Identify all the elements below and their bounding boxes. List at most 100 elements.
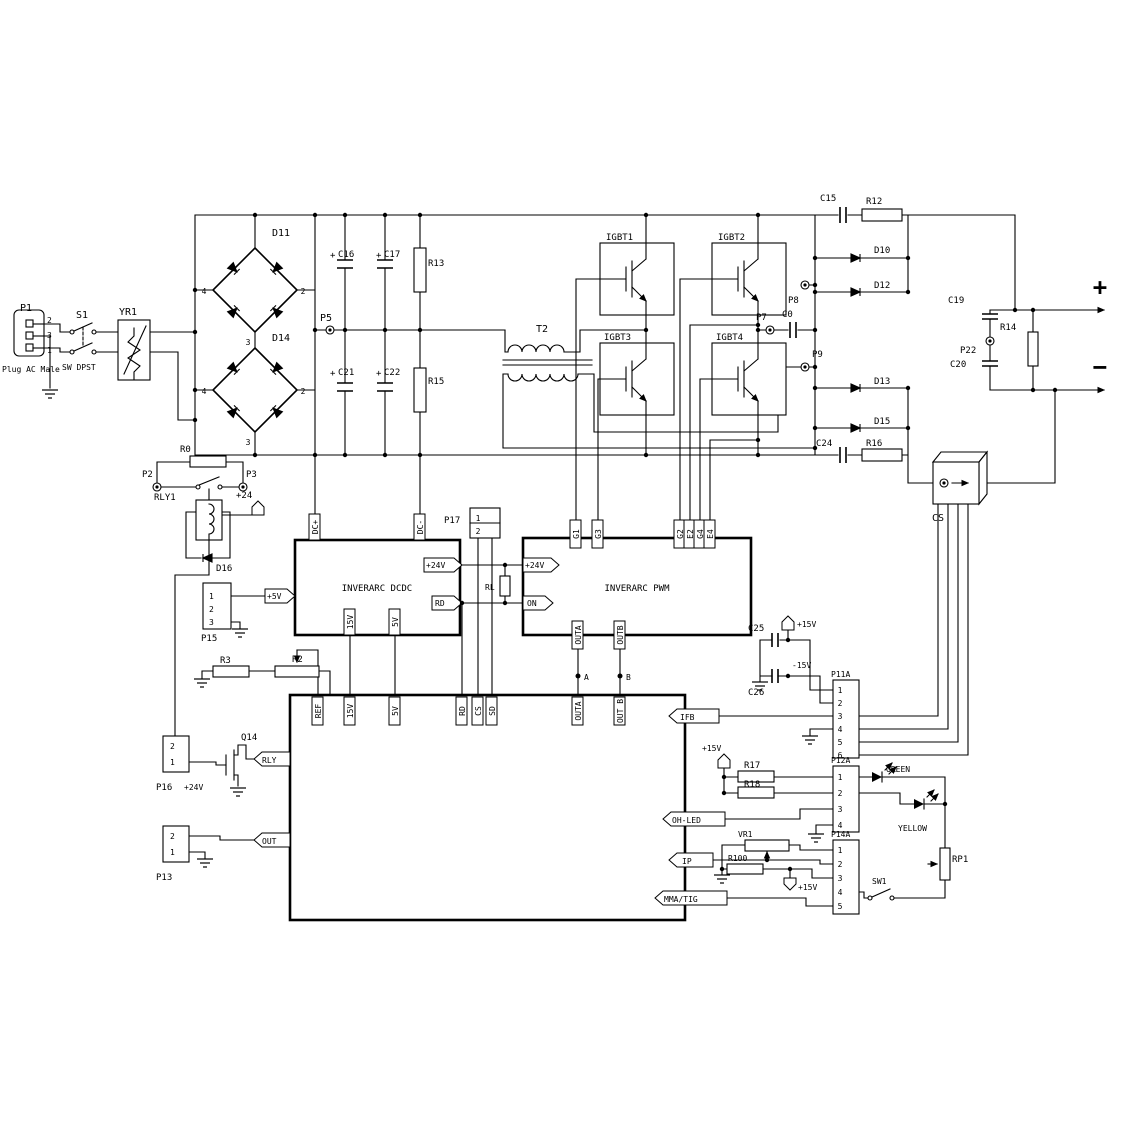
label-d11: D11 — [272, 228, 290, 239]
test-point-b — [617, 673, 623, 679]
label-c17: C17 — [384, 250, 400, 260]
label-igbt1: IGBT1 — [606, 233, 633, 243]
p15-pin-label: 2 — [209, 605, 214, 614]
test-point-a — [575, 673, 581, 679]
label-c25: C25 — [748, 624, 764, 634]
label-r16: R16 — [866, 439, 882, 449]
label-b: B — [626, 673, 631, 682]
tag-plus5v: +5V — [267, 592, 282, 601]
label-p14a: P14A — [831, 830, 850, 839]
label-plug-pin: 1 — [47, 346, 52, 355]
ctrl-top-tag: 5V — [391, 706, 400, 716]
p16-pin-label: 2 — [170, 742, 175, 751]
label-p13: P13 — [156, 873, 172, 883]
label-r17: R17 — [744, 761, 760, 771]
igbt3-symbol — [599, 342, 675, 416]
bridge-pin-label: 4 — [202, 387, 207, 396]
ground-symbol — [713, 874, 731, 884]
connector-p11a — [832, 679, 860, 759]
label-c21: C21 — [338, 368, 354, 378]
label-c0: C0 — [782, 310, 793, 320]
bus-capacitors — [337, 247, 427, 413]
ctrl-out-tag: OUT — [262, 837, 277, 846]
label-p17: P17 — [444, 516, 460, 526]
p14a-pin-label: 2 — [838, 860, 843, 869]
p12a-pin-label: 4 — [838, 821, 843, 830]
label-s1-type: SW DPST — [62, 363, 96, 372]
label-p15: P15 — [201, 634, 217, 644]
pwm-block — [521, 519, 753, 650]
gate-tag: E4 — [706, 529, 715, 539]
label-c20: C20 — [950, 360, 966, 370]
snubber-c0 — [789, 322, 797, 338]
p11a-pin-label: 2 — [838, 699, 843, 708]
dcdc-rd-tag: RD — [435, 599, 445, 608]
current-setting — [726, 839, 951, 901]
p14a-pin-label: 4 — [838, 888, 843, 897]
label-plus24: +24 — [236, 491, 252, 501]
label-igbt3: IGBT3 — [604, 333, 631, 343]
ground-symbol — [193, 678, 211, 688]
ctrl-top-tag: 15V — [346, 704, 355, 719]
label-d15: D15 — [874, 417, 890, 427]
dcdc-top-tag: DC- — [416, 520, 425, 534]
label-c24: C24 — [816, 439, 832, 449]
label-c15: C15 — [820, 194, 836, 204]
label-plus15v: +15V — [702, 744, 721, 753]
dcdc-bottom-tag: 5V — [391, 617, 400, 627]
label-rl: RL — [485, 583, 495, 592]
ctrl-rly-tag: RLY — [262, 756, 277, 765]
precharge-relay — [189, 455, 265, 563]
label-p16: P16 — [156, 783, 172, 793]
bridge-pin-label: 3 — [246, 438, 251, 447]
p11a-pin-label: 3 — [838, 712, 843, 721]
label-p2: P2 — [142, 470, 153, 480]
label-r12: R12 — [866, 197, 882, 207]
p13-pin-label: 2 — [170, 832, 175, 841]
supply-decoupling — [771, 615, 795, 683]
ctrl-top-tag: OUT B — [616, 699, 625, 723]
p11a-pin-label: 6 — [838, 751, 843, 760]
ctrl-top-tag: REF — [314, 704, 323, 719]
labels: P1 2 3 1 Plug AC Male S1 SW DPST YR1 D11… — [2, 194, 1107, 911]
connector-p12a — [832, 765, 860, 833]
ac-plug-p1 — [13, 309, 45, 357]
label-r3: R3 — [220, 656, 231, 666]
label-r14: R14 — [1000, 323, 1016, 333]
label-c19: C19 — [948, 296, 964, 306]
ctrl-mmatig-tag: MMA/TIG — [664, 895, 698, 904]
label-d13: D13 — [874, 377, 890, 387]
connector-p14a — [832, 839, 860, 915]
ctrl-top-tag: RD — [458, 706, 467, 716]
mosfet-q14 — [225, 749, 235, 781]
connector-p13 — [162, 825, 190, 863]
polarity-mark: + — [330, 251, 336, 261]
output-filter — [982, 313, 1039, 367]
output-minus-terminal: − — [1093, 353, 1107, 381]
p17-pin-label: 1 — [476, 514, 481, 523]
ground-symbol — [196, 858, 214, 868]
label-d10: D10 — [874, 246, 890, 256]
label-igbt4: IGBT4 — [716, 333, 743, 343]
p15-pin-label: 1 — [209, 592, 214, 601]
label-p1: P1 — [20, 303, 32, 314]
ground-symbol — [41, 389, 59, 399]
pwm-in24-tag: +24V — [525, 561, 544, 570]
label-rly1: RLY1 — [154, 493, 176, 503]
label-p3: P3 — [246, 470, 257, 480]
label-cs: CS — [932, 513, 944, 524]
label-d12: D12 — [874, 281, 890, 291]
label-rp1: RP1 — [952, 855, 968, 865]
connector-p17 — [469, 507, 511, 597]
label-c16: C16 — [338, 250, 354, 260]
label-sw1: SW1 — [872, 877, 887, 886]
label-plug-pin: 2 — [47, 316, 52, 325]
control-board — [253, 693, 728, 922]
label-c22: C22 — [384, 368, 400, 378]
led-indicators — [717, 753, 939, 810]
switch-s1 — [69, 322, 97, 355]
ctrl-ohled-tag: OH-LED — [672, 816, 701, 825]
label-plug-caption: Plug AC Male — [2, 365, 60, 374]
gate-tag: G4 — [696, 529, 705, 539]
polarity-mark: + — [376, 251, 382, 261]
